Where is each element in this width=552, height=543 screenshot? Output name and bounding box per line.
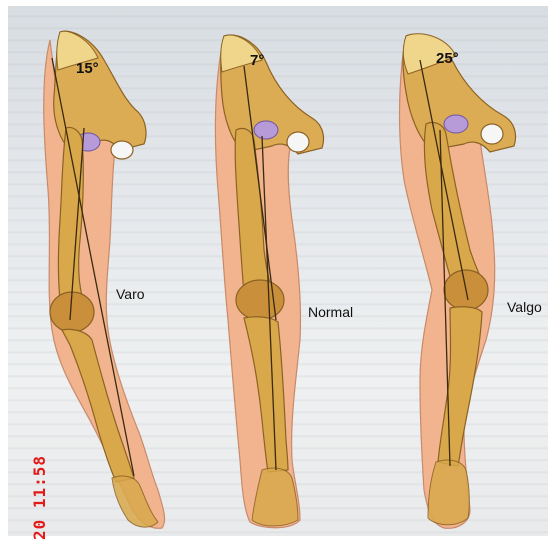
valgo-angle-label: 25° [436, 50, 459, 67]
varo-obturator [111, 141, 133, 159]
normal-femoral-head [254, 121, 278, 139]
camera-timestamp: 20 11:58 [30, 480, 110, 540]
normal-angle-label: 7° [250, 52, 264, 69]
valgo-femoral-head [444, 115, 468, 133]
valgo-condition-label: Valgo [507, 299, 542, 315]
valgo-leg [400, 34, 516, 529]
varo-angle-label: 15° [76, 60, 99, 77]
normal-condition-label: Normal [308, 304, 353, 320]
valgo-obturator [481, 124, 503, 144]
normal-leg [215, 35, 323, 528]
varo-condition-label: Varo [116, 286, 145, 302]
varo-leg [44, 31, 165, 528]
valgo-foot [428, 460, 469, 525]
normal-obturator [287, 132, 309, 152]
normal-knee [236, 280, 284, 320]
